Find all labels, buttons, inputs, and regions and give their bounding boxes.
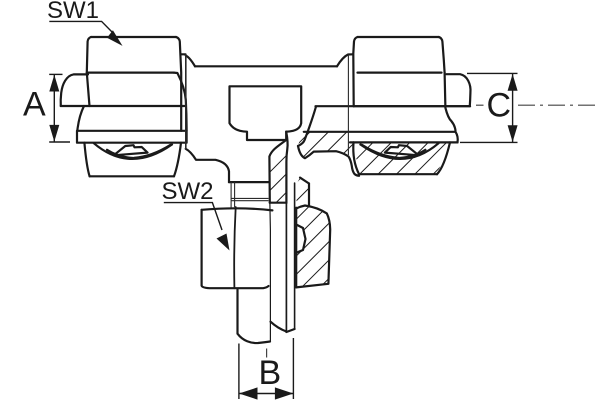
svg-text:B: B — [259, 354, 282, 392]
svg-text:C: C — [487, 86, 512, 124]
svg-text:A: A — [23, 86, 46, 124]
svg-text:SW1: SW1 — [47, 0, 99, 24]
svg-text:SW2: SW2 — [162, 178, 214, 205]
